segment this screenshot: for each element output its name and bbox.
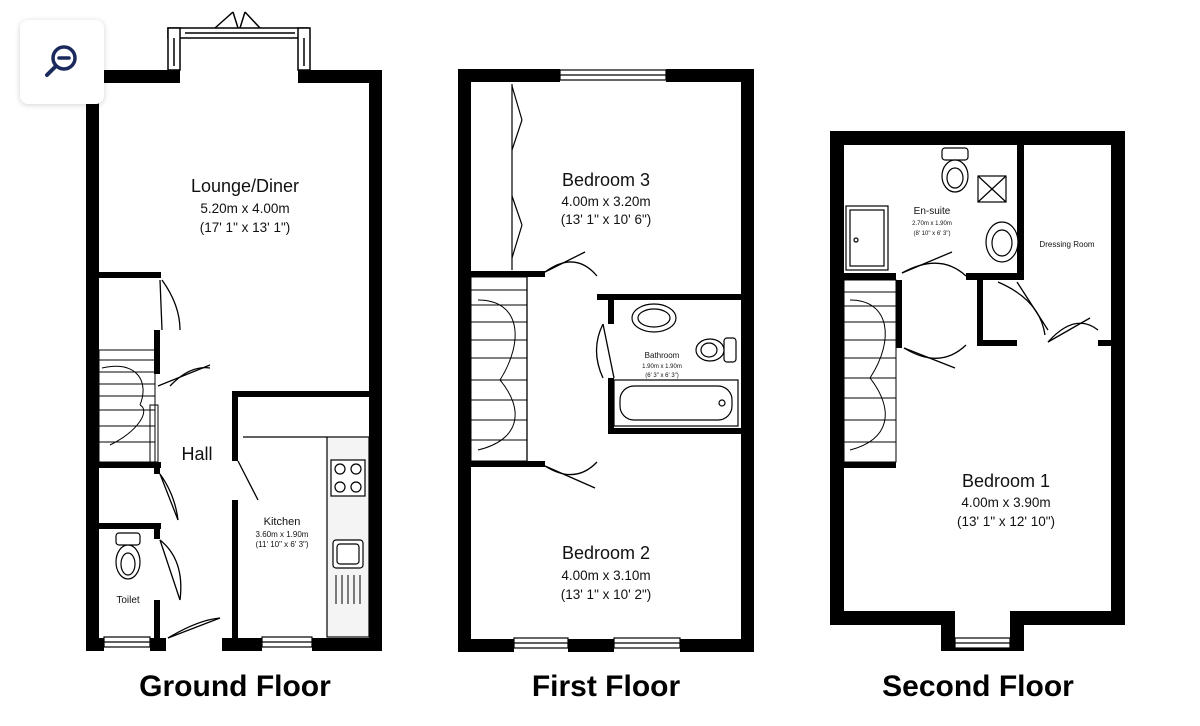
second-doors xyxy=(901,251,1099,369)
bathroom-imperial: (6' 3" x 6' 3") xyxy=(645,373,679,379)
lounge-diner-name: Lounge/Diner xyxy=(191,176,299,196)
ground-floor-plan: Lounge/Diner 5.20m x 4.00m (17' 1" x 13'… xyxy=(86,11,382,651)
hall-name: Hall xyxy=(181,444,212,464)
first-floor-walls xyxy=(458,69,754,652)
zoom-out-button[interactable] xyxy=(20,20,104,104)
ground-stairs xyxy=(98,349,159,463)
kitchen-name: Kitchen xyxy=(264,516,301,528)
first-stairs xyxy=(470,276,528,462)
bedroom1-imperial: (13' 1" x 12' 10") xyxy=(957,514,1055,529)
first-bathroom-fixtures xyxy=(613,303,739,427)
ground-toilet-fixture xyxy=(115,532,141,580)
lounge-diner-metric: 5.20m x 4.00m xyxy=(200,201,289,216)
ground-kitchen-units xyxy=(243,436,370,638)
first-floor-plan: Bedroom 3 4.00m x 3.20m (13' 1" x 10' 6"… xyxy=(458,69,754,652)
first-floor-windows xyxy=(513,69,681,649)
second-ensuite-fixtures xyxy=(845,147,1019,271)
first-wardrobe xyxy=(511,84,523,270)
kitchen-imperial: (11' 10" x 6' 3") xyxy=(255,540,308,549)
ground-doors xyxy=(157,279,259,639)
bathroom-metric: 1.90m x 1.90m xyxy=(642,364,682,370)
dressing-room-name: Dressing Room xyxy=(1039,240,1094,249)
kitchen-metric: 3.60m x 1.90m xyxy=(256,530,309,539)
ensuite-imperial: (8' 10" x 6' 3") xyxy=(914,231,951,237)
bedroom3-metric: 4.00m x 3.20m xyxy=(561,194,650,209)
first-floor-label: First Floor xyxy=(532,670,681,703)
ground-floor-label: Ground Floor xyxy=(139,670,331,703)
bedroom2-imperial: (13' 1" x 10' 2") xyxy=(561,587,652,602)
ensuite-name: En-suite xyxy=(914,206,951,217)
bedroom2-metric: 4.00m x 3.10m xyxy=(561,568,650,583)
ensuite-metric: 2.70m x 1.90m xyxy=(912,221,952,227)
toilet-name: Toilet xyxy=(116,595,140,606)
bedroom3-name: Bedroom 3 xyxy=(562,170,650,190)
second-floor-label: Second Floor xyxy=(882,670,1074,703)
bedroom1-metric: 4.00m x 3.90m xyxy=(961,495,1050,510)
second-floor-plan: En-suite 2.70m x 1.90m (8' 10" x 6' 3") … xyxy=(830,131,1125,651)
ground-floor-walls xyxy=(86,70,382,651)
bedroom1-name: Bedroom 1 xyxy=(962,471,1050,491)
bathroom-name: Bathroom xyxy=(645,351,680,360)
second-stairs xyxy=(843,279,897,463)
ground-front-windows xyxy=(103,636,313,648)
second-floor-window xyxy=(954,637,1011,649)
first-doors xyxy=(526,251,615,489)
lounge-diner-imperial: (17' 1" x 13' 1") xyxy=(200,220,291,235)
bedroom3-imperial: (13' 1" x 10' 6") xyxy=(561,212,652,227)
bedroom2-name: Bedroom 2 xyxy=(562,543,650,563)
ground-bay-window xyxy=(167,11,311,71)
zoom-out-icon xyxy=(45,45,77,77)
